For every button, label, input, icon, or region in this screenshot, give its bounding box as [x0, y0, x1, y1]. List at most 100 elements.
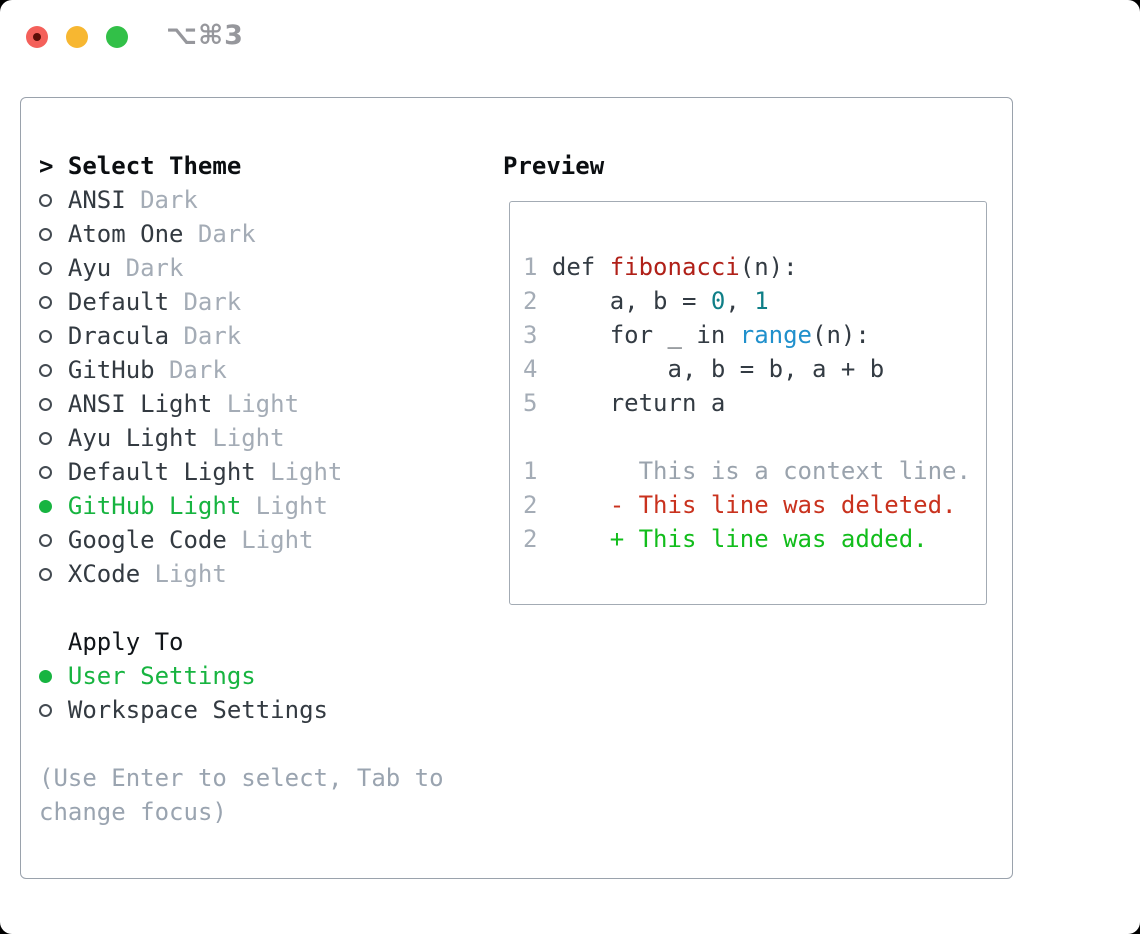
- line-number: 2: [523, 525, 552, 553]
- preview-heading: Preview: [503, 152, 605, 180]
- theme-variant-label: Dark: [168, 356, 227, 384]
- preview-line: 3 for _ in range(n):: [523, 318, 971, 352]
- code-segment-del: - This line was deleted.: [551, 491, 957, 519]
- apply-to-option-name: User Settings: [67, 662, 256, 690]
- code-segment-num: 0: [710, 287, 726, 315]
- code-segment-code: (n):: [812, 321, 870, 349]
- theme-option[interactable]: ANSI Dark: [39, 183, 444, 217]
- theme-option-name: Ayu Light: [67, 424, 198, 452]
- line-number: 3: [523, 321, 552, 349]
- code-segment-add: + This line was added.: [551, 525, 928, 553]
- preview-line: 2 - This line was deleted.: [523, 488, 971, 522]
- theme-option-name: ANSI Light: [67, 390, 213, 418]
- radio-unselected-icon: [39, 397, 52, 411]
- theme-option[interactable]: Atom One Dark: [39, 217, 444, 251]
- theme-variant-label: Light: [226, 390, 300, 418]
- zoom-button[interactable]: [106, 26, 128, 48]
- titlebar: ⌥⌘3: [0, 0, 1140, 74]
- line-number: 4: [523, 355, 552, 383]
- line-number: 2: [523, 287, 552, 315]
- radio-unselected-icon: [39, 227, 52, 241]
- apply-to-heading-row: Apply To: [39, 625, 444, 659]
- theme-option[interactable]: Ayu Light Light: [39, 421, 444, 455]
- apply-to-heading: Apply To: [67, 628, 184, 656]
- radio-unselected-icon: [39, 431, 52, 445]
- radio-unselected-icon: [39, 703, 52, 717]
- code-segment-num: 1: [754, 287, 769, 315]
- theme-option-name: Default Light: [67, 458, 256, 486]
- apply-to-option[interactable]: User Settings: [39, 659, 444, 693]
- theme-option[interactable]: GitHub Dark: [39, 353, 444, 387]
- theme-option-name: GitHub: [67, 356, 155, 384]
- radio-unselected-icon: [39, 533, 52, 547]
- theme-option[interactable]: Google Code Light: [39, 523, 444, 557]
- radio-selected-icon: [39, 669, 52, 683]
- theme-option-name: ANSI: [67, 186, 126, 214]
- theme-option-name: XCode: [67, 560, 141, 588]
- minimize-button[interactable]: [66, 26, 88, 48]
- theme-variant-label: Dark: [125, 254, 184, 282]
- focus-cursor-icon: >: [39, 152, 54, 180]
- code-segment-code: for _ in: [551, 321, 740, 349]
- theme-option[interactable]: Default Light Light: [39, 455, 444, 489]
- help-text-line-1: (Use Enter to select, Tab to: [39, 764, 444, 792]
- preview-line: 2 a, b = 0, 1: [523, 284, 971, 318]
- apply-to-option[interactable]: Workspace Settings: [39, 693, 444, 727]
- window-title: ⌥⌘3: [166, 20, 244, 51]
- theme-variant-label: Light: [154, 560, 227, 588]
- radio-unselected-icon: [39, 193, 52, 207]
- code-segment-blt: range: [739, 321, 812, 349]
- theme-option-name: Ayu: [67, 254, 112, 282]
- spacer: [39, 591, 444, 625]
- code-segment-code: (n):: [739, 253, 798, 281]
- preview-line: 5 return a: [523, 386, 971, 420]
- preview-line: 2 + This line was added.: [523, 522, 971, 556]
- theme-variant-label: Dark: [197, 220, 256, 248]
- theme-option[interactable]: ANSI Light Light: [39, 387, 444, 421]
- theme-option-name: GitHub Light: [67, 492, 242, 520]
- code-segment-fn: fibonacci: [609, 253, 740, 281]
- code-segment-code: a, b =: [551, 287, 711, 315]
- theme-option-name: Default: [67, 288, 170, 316]
- line-number: 2: [523, 491, 552, 519]
- code-segment-code: def: [551, 253, 610, 281]
- code-segment-code: a, b = b, a + b: [551, 355, 885, 383]
- theme-option-name: Atom One: [67, 220, 184, 248]
- radio-unselected-icon: [39, 567, 52, 581]
- theme-option[interactable]: Ayu Dark: [39, 251, 444, 285]
- preview-line: 1 This is a context line.: [523, 454, 971, 488]
- line-number: [523, 420, 552, 454]
- theme-option-name: Google Code: [67, 526, 227, 554]
- help-text-line-2: change focus): [39, 798, 227, 826]
- radio-unselected-icon: [39, 363, 52, 377]
- line-number: 1: [523, 457, 552, 485]
- radio-unselected-icon: [39, 261, 52, 275]
- line-number: 5: [523, 389, 552, 417]
- theme-variant-label: Light: [241, 526, 314, 554]
- theme-option[interactable]: XCode Light: [39, 557, 444, 591]
- close-button[interactable]: [26, 26, 48, 48]
- code-segment-ctx: This is a context line.: [551, 457, 971, 485]
- theme-option[interactable]: Dracula Dark: [39, 319, 444, 353]
- theme-variant-label: Dark: [183, 322, 242, 350]
- spacer: [39, 727, 444, 761]
- theme-option[interactable]: Default Dark: [39, 285, 444, 319]
- line-number: 1: [523, 253, 552, 281]
- theme-variant-label: Light: [270, 458, 343, 486]
- theme-variant-label: Light: [212, 424, 285, 452]
- close-button-dot-icon: [33, 33, 41, 41]
- radio-unselected-icon: [39, 465, 52, 479]
- theme-variant-label: Light: [255, 492, 328, 520]
- theme-option-name: Dracula: [67, 322, 170, 350]
- theme-variant-label: Dark: [140, 186, 198, 214]
- theme-option[interactable]: GitHub Light Light: [39, 489, 444, 523]
- theme-variant-label: Dark: [183, 288, 242, 316]
- radio-selected-icon: [39, 499, 52, 513]
